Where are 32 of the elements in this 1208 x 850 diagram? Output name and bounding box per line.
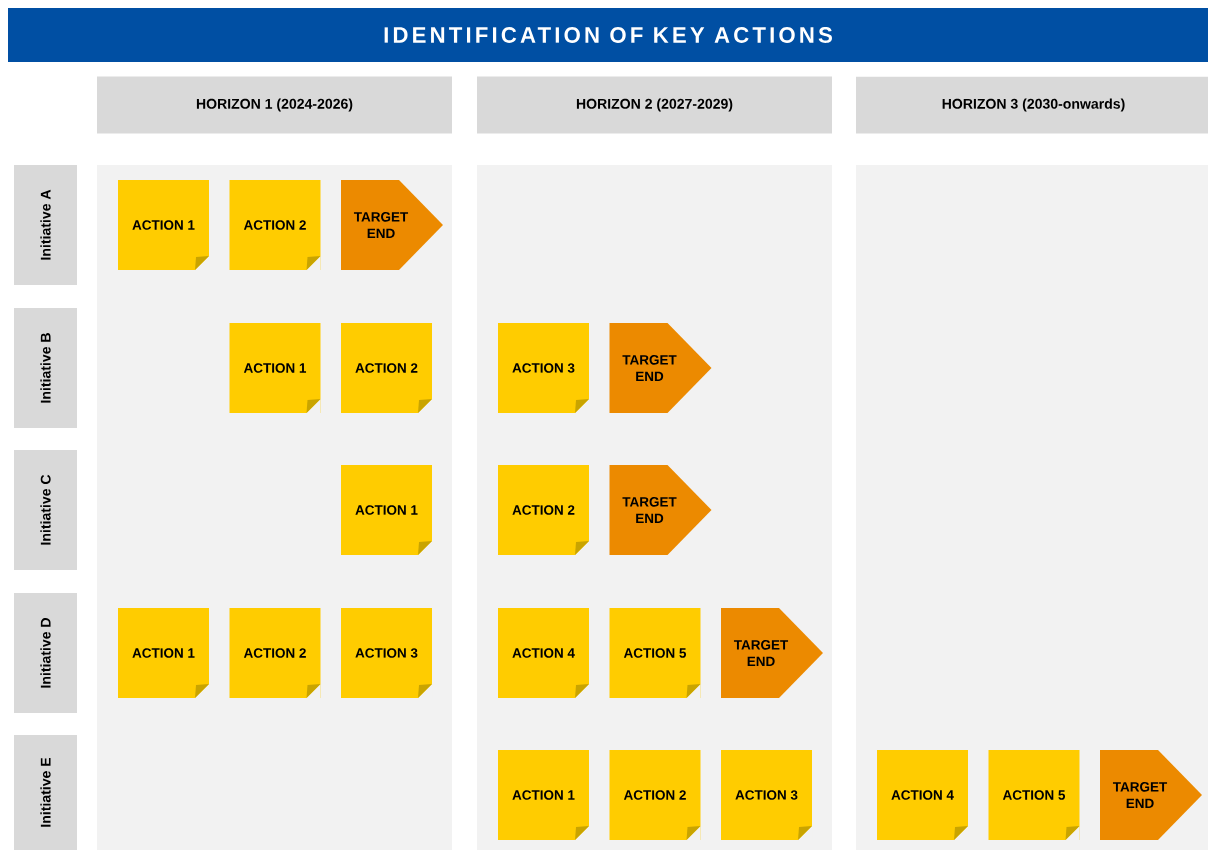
target-pentagon: TARGET END	[609, 465, 712, 555]
row-label: Initiative B	[14, 308, 77, 428]
target-pentagon: TARGET END	[721, 608, 823, 698]
sticky-note: ACTION 2	[229, 180, 321, 270]
sticky-note: ACTION 4	[877, 750, 968, 840]
sticky-note: ACTION 1	[341, 465, 432, 555]
sticky-note: ACTION 2	[341, 323, 432, 413]
sticky-note: ACTION 2	[498, 465, 589, 555]
title-banner: IDENTIFICATION OF KEY ACTIONS	[8, 8, 1208, 62]
row-label: Initiative E	[14, 735, 77, 850]
column-header: HORIZON 3 (2030-onwards)	[856, 76, 1208, 134]
column-panel	[856, 165, 1208, 850]
sticky-note: ACTION 3	[498, 323, 589, 413]
target-pentagon: TARGET END	[1100, 750, 1202, 840]
row-label: Initiative D	[14, 593, 77, 713]
sticky-note: ACTION 2	[609, 750, 701, 840]
target-pentagon: TARGET END	[341, 180, 443, 270]
sticky-note: ACTION 1	[229, 323, 321, 413]
row-label: Initiative C	[14, 450, 77, 570]
sticky-note: ACTION 1	[498, 750, 589, 840]
sticky-note: ACTION 1	[118, 180, 209, 270]
column-header: HORIZON 1 (2024-2026)	[97, 76, 452, 134]
sticky-note: ACTION 5	[988, 750, 1080, 840]
sticky-note: ACTION 2	[229, 608, 321, 698]
sticky-note: ACTION 3	[721, 750, 812, 840]
row-label: Initiative A	[14, 165, 77, 285]
sticky-note: ACTION 4	[498, 608, 589, 698]
sticky-note: ACTION 5	[609, 608, 701, 698]
column-header: HORIZON 2 (2027-2029)	[477, 76, 832, 134]
sticky-note: ACTION 3	[341, 608, 432, 698]
sticky-note: ACTION 1	[118, 608, 209, 698]
target-pentagon: TARGET END	[609, 323, 712, 413]
